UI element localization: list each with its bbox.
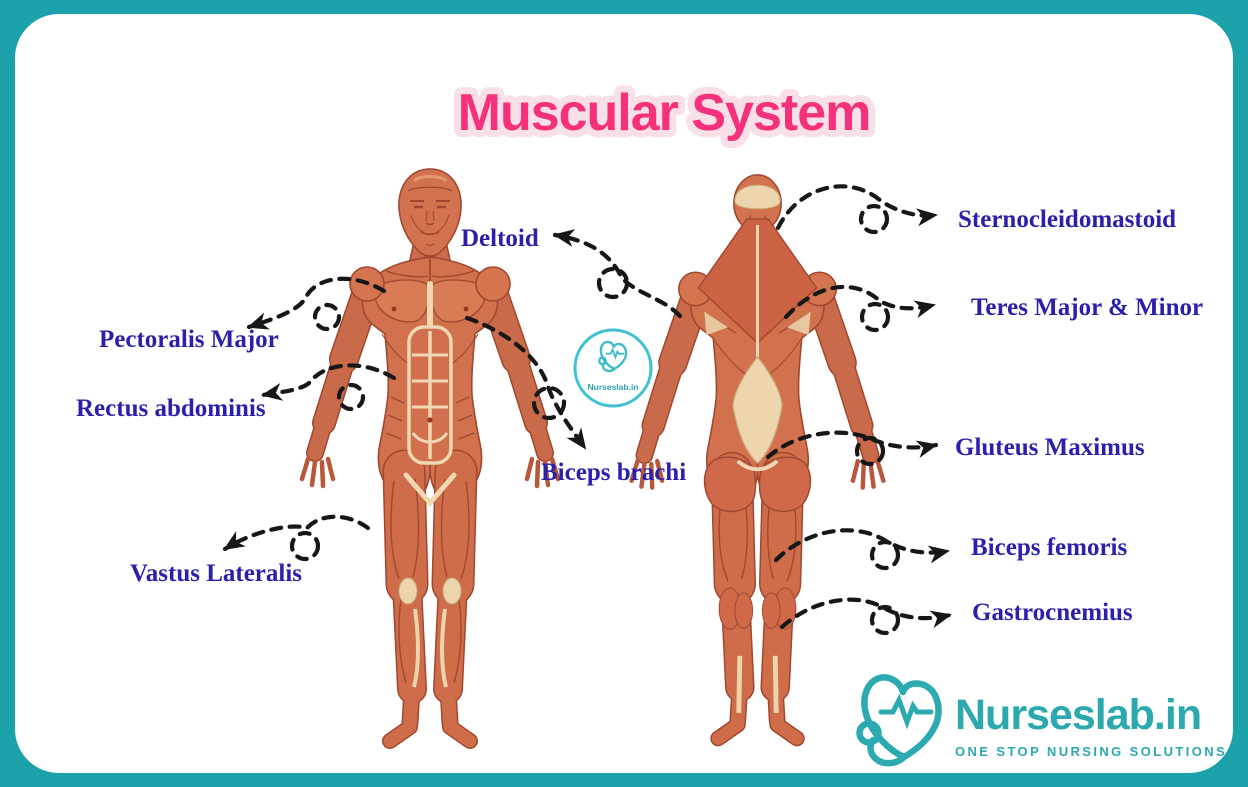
label-gluteus-maximus: Gluteus Maximus [955, 434, 1145, 461]
label-biceps-brachi: Biceps brachi [541, 459, 687, 486]
watermark-text: Nurseslab.in [587, 382, 638, 392]
footer-text: Nurseslab.in ONE STOP NURSING SOLUTIONS [955, 660, 1228, 760]
sacrum-line [736, 459, 779, 472]
watermark-badge: Nurseslab.in [573, 328, 653, 408]
stethoscope-heart-icon [856, 674, 942, 767]
label-rectus-abdominis: Rectus abdominis [76, 395, 266, 422]
brand-tagline: ONE STOP NURSING SOLUTIONS [955, 744, 1228, 759]
label-sternocleidomastoid: Sternocleidomastoid [958, 206, 1177, 233]
sternum-tendon [427, 281, 433, 327]
brand-name: Nurseslab.in [955, 691, 1202, 739]
label-vastus-lateralis: Vastus Lateralis [130, 560, 303, 587]
navel [427, 417, 433, 423]
head [398, 168, 462, 257]
title-art: Muscular System [451, 77, 879, 149]
face-detail [407, 186, 453, 247]
ab-lines [403, 331, 457, 507]
front-body-figure [282, 168, 578, 769]
page-title: Muscular System [458, 84, 871, 142]
skull-highlight [412, 175, 448, 183]
label-gastrocnemius: Gastrocnemius [972, 599, 1133, 626]
label-pectoralis-major: Pectoralis Major [99, 326, 279, 353]
label-teres-major-minor: Teres Major & Minor [971, 294, 1204, 321]
footer-brand: Nurseslab.in ONE STOP NURSING SOLUTIONS [853, 660, 1227, 772]
skull-tendon-cap [734, 184, 781, 210]
page-title-wrap: Muscular System [439, 72, 889, 152]
diagram-canvas: Muscular System [15, 14, 1233, 773]
label-deltoid: Deltoid [461, 225, 539, 252]
label-biceps-femoris: Biceps femoris [971, 534, 1128, 561]
stethoscope-heart-icon [598, 340, 628, 373]
